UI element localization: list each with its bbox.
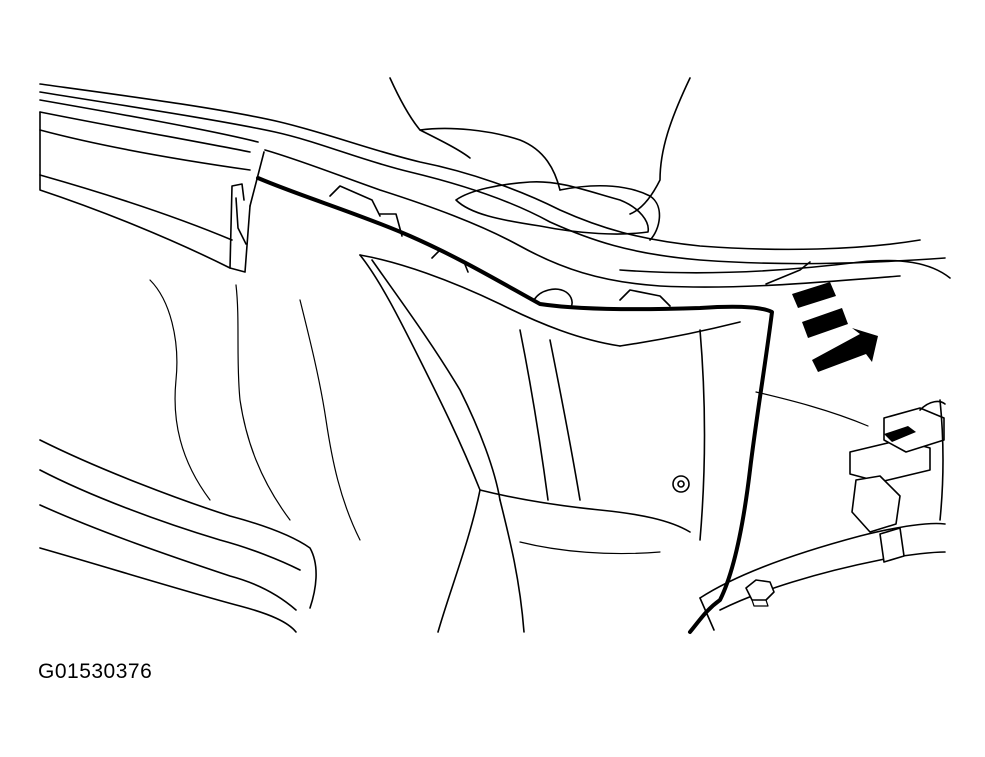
harness-connector (755, 391, 946, 563)
figure-id-caption: G01530376 (38, 660, 153, 683)
bolt-bracket (699, 522, 946, 631)
upper-body-panel (39, 83, 951, 288)
top-cushion (389, 77, 691, 241)
center-pillar (359, 254, 691, 633)
removal-direction-arrow-icon (792, 282, 878, 372)
quarter-trim-panel (619, 321, 741, 541)
lower-sill (39, 279, 361, 633)
right-body-edge (765, 261, 944, 521)
weatherstrip-line (256, 176, 774, 634)
upper-clips (329, 185, 671, 309)
bolt-head-icon (745, 579, 775, 601)
left-trim-panel (39, 111, 265, 273)
